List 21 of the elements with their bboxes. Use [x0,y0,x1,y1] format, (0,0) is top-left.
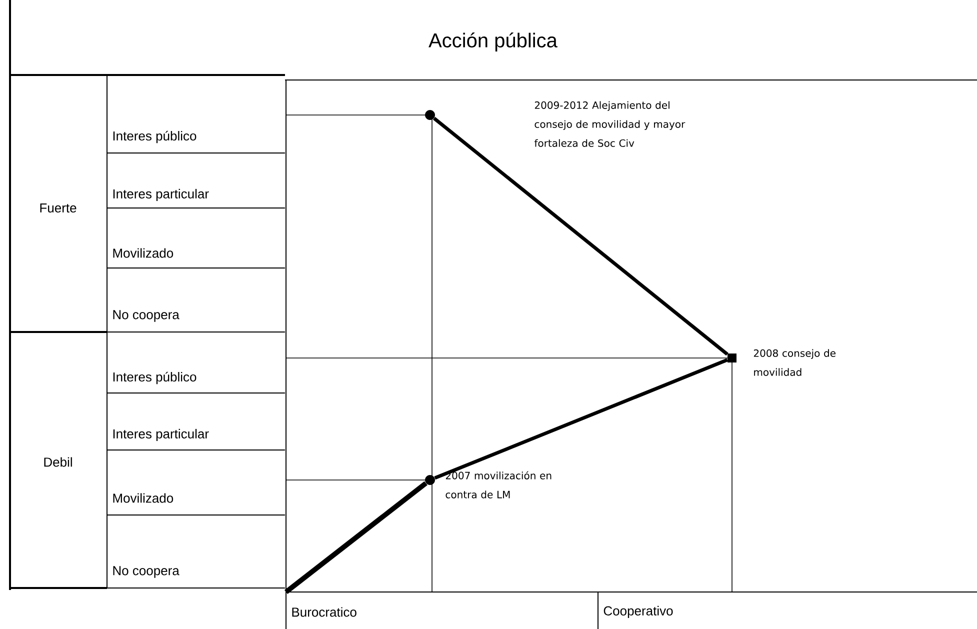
row-label: Movilizado [113,248,174,258]
title: Acción pública [428,32,558,52]
data-point [728,354,736,362]
trajectory-line [432,116,728,356]
row-label: Movilizado [113,493,174,503]
row-label: Interes particular [113,188,209,202]
row-label: Interes público [113,130,196,144]
data-point [425,475,435,485]
data-point [425,110,435,120]
row-header: Debil [44,457,72,467]
annotation: 2008 consejo de movilidad [754,349,836,376]
column-header: Cooperativo [604,606,673,618]
trajectory-line [284,481,428,594]
row-label: No coopera [113,310,180,322]
annotation: 2009-2012 Alejamiento del consejo de movilidad y mayor fortaleza de Soc Civ [534,101,686,147]
row-label: Interes público [113,372,196,384]
row-label: Interes particular [113,428,209,442]
trajectory-line [434,358,728,480]
row-label: No coopera [113,566,180,578]
row-header: Fuerte [40,203,76,213]
column-header: Burocratico [292,607,356,617]
